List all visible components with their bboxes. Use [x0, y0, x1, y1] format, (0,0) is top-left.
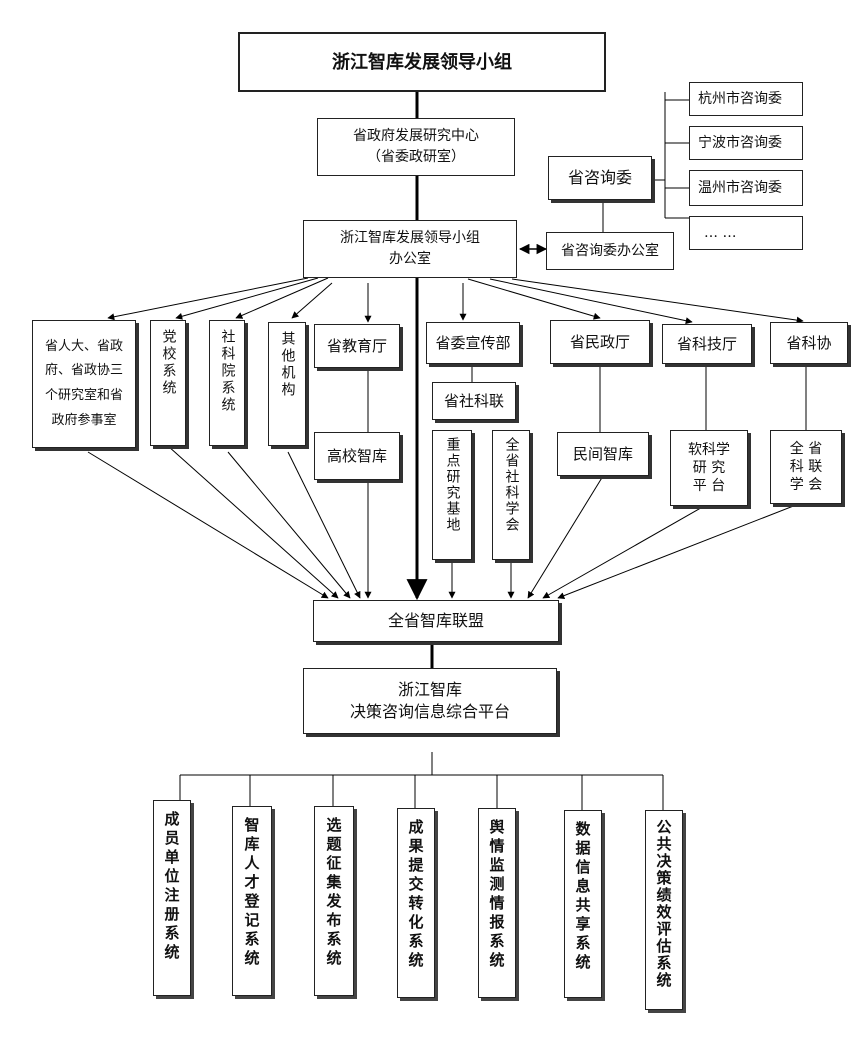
research-center-box: 省政府发展研究中心 （省委政研室） [317, 118, 515, 176]
system-performance-evaluation: 公共决策绩效评估系统 [645, 810, 683, 1010]
system-topic-collection: 选题征集发布系统 [314, 806, 354, 996]
office-label: 浙江智库发展领导小组 办公室 [340, 230, 480, 267]
soft-science-label: 软科学 研 究 平 台 [688, 441, 730, 495]
other-institutions-label: 其他机构 [279, 331, 296, 399]
city-committee-label: 杭州市咨询委 [698, 90, 782, 107]
alliance-box: 全省智库联盟 [313, 600, 559, 642]
research-center-label: 省政府发展研究中心 （省委政研室） [353, 128, 479, 165]
advisory-committee-box: 省咨询委 [548, 156, 652, 200]
social-sci-federation-box: 省社科联 [432, 382, 516, 420]
office-box: 浙江智库发展领导小组 办公室 [303, 220, 517, 278]
academy-label: 社科院系统 [219, 329, 236, 414]
social-sci-federation-label: 省社科联 [443, 391, 504, 410]
leadership-group-box: 浙江智库发展领导小组 [238, 32, 606, 92]
sci-assoc-member-label: 全 省 科 联 学 会 [789, 440, 823, 494]
advisory-office-label: 省咨询委办公室 [561, 242, 659, 259]
city-committee-label: … … [704, 224, 737, 241]
advisory-office-box: 省咨询委办公室 [546, 232, 674, 270]
party-school-box: 党校系统 [150, 320, 186, 446]
research-offices-label: 省人大、省政府、省政协三个研究室和省政府参事室 [44, 338, 123, 428]
city-committee-hangzhou: 杭州市咨询委 [689, 82, 803, 116]
system-member-registration: 成员单位注册系统 [153, 800, 191, 996]
research-offices-box: 省人大、省政府、省政协三个研究室和省政府参事室 [32, 320, 136, 448]
system-opinion-monitoring: 舆情监测情报系统 [478, 808, 516, 998]
city-committee-label: 宁波市咨询委 [698, 134, 782, 151]
system-label: 成员单位注册系统 [162, 811, 181, 963]
education-dept-box: 省教育厅 [314, 324, 400, 368]
university-thinktank-box: 高校智库 [314, 432, 400, 480]
system-data-sharing: 数据信息共享系统 [564, 810, 602, 998]
system-talent-registration: 智库人才登记系统 [232, 806, 272, 996]
alliance-label: 全省智库联盟 [387, 611, 484, 630]
sci-tech-dept-label: 省科技厅 [676, 334, 737, 353]
system-result-submission: 成果提交转化系统 [397, 808, 435, 998]
education-dept-label: 省教育厅 [326, 336, 387, 355]
platform-label: 浙江智库 决策咨询信息综合平台 [349, 679, 510, 721]
sci-assoc-label: 省科协 [786, 333, 832, 352]
propaganda-dept-label: 省委宣传部 [435, 333, 511, 352]
city-committee-ningbo: 宁波市咨询委 [689, 126, 803, 160]
city-committee-more: … … [689, 216, 803, 250]
system-label: 成果提交转化系统 [406, 819, 425, 971]
party-school-label: 党校系统 [160, 329, 177, 397]
other-institutions-box: 其他机构 [268, 322, 306, 446]
university-thinktank-label: 高校智库 [326, 446, 387, 465]
system-label: 舆情监测情报系统 [487, 819, 506, 971]
societies-label: 全省社科学会 [503, 437, 520, 533]
system-label: 智库人才登记系统 [242, 817, 261, 969]
societies-box: 全省社科学会 [492, 430, 530, 560]
civil-affairs-dept-box: 省民政厅 [550, 320, 650, 364]
sci-assoc-box: 省科协 [770, 322, 848, 364]
soft-science-box: 软科学 研 究 平 台 [670, 430, 748, 506]
folk-thinktank-label: 民间智库 [572, 444, 633, 463]
sci-assoc-member-box: 全 省 科 联 学 会 [770, 430, 842, 504]
academy-box: 社科院系统 [209, 320, 245, 446]
system-label: 数据信息共享系统 [573, 821, 592, 973]
system-label: 选题征集发布系统 [324, 817, 343, 969]
civil-affairs-dept-label: 省民政厅 [569, 332, 630, 351]
city-committee-wenzhou: 温州市咨询委 [689, 170, 803, 206]
system-label: 公共决策绩效评估系统 [654, 819, 673, 989]
propaganda-dept-box: 省委宣传部 [426, 322, 520, 364]
sci-tech-dept-box: 省科技厅 [662, 324, 752, 364]
research-base-label: 重点研究基地 [444, 437, 461, 533]
advisory-committee-label: 省咨询委 [567, 168, 632, 187]
city-committee-label: 温州市咨询委 [698, 179, 782, 196]
leadership-group-label: 浙江智库发展领导小组 [332, 51, 512, 73]
folk-thinktank-box: 民间智库 [557, 432, 649, 476]
platform-box: 浙江智库 决策咨询信息综合平台 [303, 668, 557, 734]
research-base-box: 重点研究基地 [432, 430, 472, 560]
